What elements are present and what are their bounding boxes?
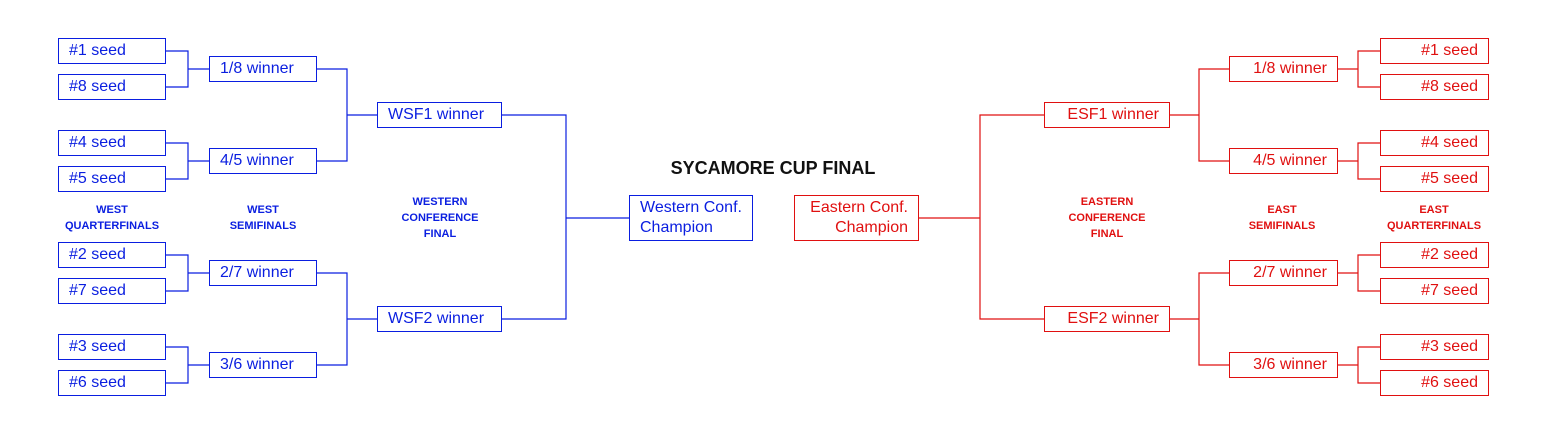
east-seed-4: #4 seed: [1380, 130, 1489, 156]
east-qf-winner-2-7: 2/7 winner: [1229, 260, 1338, 286]
east-seed-1: #1 seed: [1380, 38, 1489, 64]
east-semifinals-label: EAST SEMIFINALS: [1248, 204, 1316, 232]
west-seed-7: #7 seed: [58, 278, 166, 304]
west-seed-5: #5 seed: [58, 166, 166, 192]
west-seed-3: #3 seed: [58, 334, 166, 360]
east-quarterfinals-label: EAST QUARTERFINALS: [1386, 204, 1482, 232]
west-sf1-winner: WSF1 winner: [377, 102, 502, 128]
east-qf-connector: [1338, 142, 1380, 180]
east-cf-connector: [919, 114, 1044, 320]
east-qf-winner-1-8: 1/8 winner: [1229, 56, 1338, 82]
west-seed-8: #8 seed: [58, 74, 166, 100]
east-qf-winner-4-5: 4/5 winner: [1229, 148, 1338, 174]
west-quarterfinals-label: WEST QUARTERFINALS: [64, 204, 160, 232]
east-seed-8: #8 seed: [1380, 74, 1489, 100]
west-qf-winner-4-5: 4/5 winner: [209, 148, 317, 174]
east-qf-connector: [1338, 254, 1380, 292]
west-qf-winner-1-8: 1/8 winner: [209, 56, 317, 82]
west-sf2-winner: WSF2 winner: [377, 306, 502, 332]
champion-line-2: Champion: [835, 219, 908, 236]
west-sf-connector: [317, 272, 377, 366]
page-title: SYCAMORE CUP FINAL: [670, 158, 876, 178]
western-conference-champion: Western Conf. Champion: [629, 195, 753, 241]
champion-line-2: Champion: [640, 219, 713, 236]
west-qf-winner-2-7: 2/7 winner: [209, 260, 317, 286]
east-seed-6: #6 seed: [1380, 370, 1489, 396]
west-seed-1: #1 seed: [58, 38, 166, 64]
west-qf-connector: [166, 254, 209, 292]
west-cf-connector: [502, 114, 629, 320]
western-conference-final-label: WESTERN CONFERENCE FINAL: [401, 196, 479, 240]
west-semifinals-label: WEST SEMIFINALS: [229, 204, 297, 232]
east-qf-connector: [1338, 346, 1380, 384]
eastern-conference-champion: Eastern Conf. Champion: [794, 195, 919, 241]
east-sf-connector: [1170, 68, 1229, 162]
east-qf-connector: [1338, 50, 1380, 88]
east-sf2-winner: ESF2 winner: [1044, 306, 1170, 332]
east-seed-3: #3 seed: [1380, 334, 1489, 360]
west-seed-6: #6 seed: [58, 370, 166, 396]
east-sf1-winner: ESF1 winner: [1044, 102, 1170, 128]
east-sf-connector: [1170, 272, 1229, 366]
champion-line-1: Eastern Conf.: [810, 199, 908, 216]
champion-line-1: Western Conf.: [640, 199, 742, 216]
eastern-conference-final-label: EASTERN CONFERENCE FINAL: [1068, 196, 1146, 240]
west-sf-connector: [317, 68, 377, 162]
west-qf-connector: [166, 50, 209, 88]
east-seed-7: #7 seed: [1380, 278, 1489, 304]
west-qf-connector: [166, 142, 209, 180]
west-seed-4: #4 seed: [58, 130, 166, 156]
east-qf-winner-3-6: 3/6 winner: [1229, 352, 1338, 378]
west-qf-connector: [166, 346, 209, 384]
east-seed-2: #2 seed: [1380, 242, 1489, 268]
west-qf-winner-3-6: 3/6 winner: [209, 352, 317, 378]
east-seed-5: #5 seed: [1380, 166, 1489, 192]
west-seed-2: #2 seed: [58, 242, 166, 268]
